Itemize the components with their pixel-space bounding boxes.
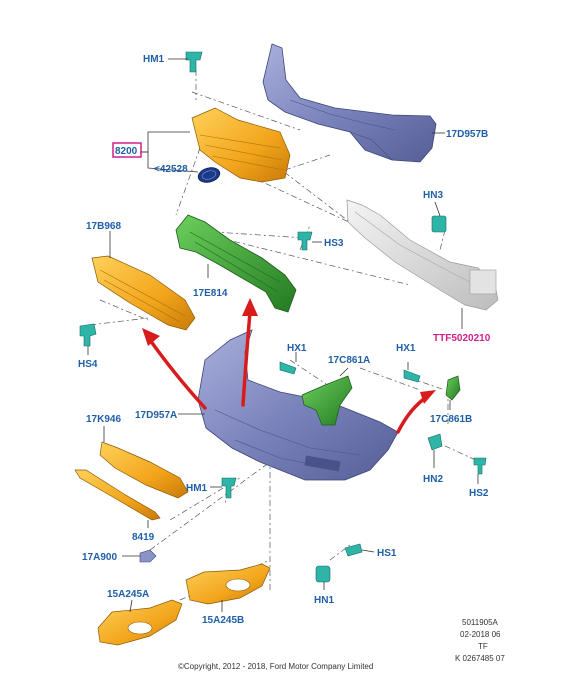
label-hx1-right: HX1 xyxy=(396,343,416,354)
label-hs2: HS2 xyxy=(469,488,489,499)
upper-grille[interactable] xyxy=(191,107,291,183)
bracket-17c861a[interactable] xyxy=(301,375,353,426)
grille-frame[interactable] xyxy=(175,214,297,313)
label-15a245a: 15A245A xyxy=(107,589,149,600)
ford-emblem[interactable] xyxy=(197,165,222,184)
label-hn2: HN2 xyxy=(423,474,443,485)
label-hx1-left: HX1 xyxy=(287,343,307,354)
label-hn3: HN3 xyxy=(423,190,443,201)
fastener-hn3[interactable] xyxy=(431,215,447,233)
fastener-hx1-right[interactable] xyxy=(403,369,421,383)
label-hs4: HS4 xyxy=(78,359,98,370)
lower-grille[interactable] xyxy=(91,255,196,331)
footer-date: 02-2018 06 xyxy=(460,630,501,639)
label-hm1-bottom: HM1 xyxy=(186,483,208,494)
copyright: ©Copyright, 2012 - 2018, Ford Motor Comp… xyxy=(178,662,373,671)
fastener-hs4[interactable] xyxy=(79,323,97,347)
label-ttf5020210: TTF5020210 xyxy=(433,333,491,344)
fastener-hm1-bottom[interactable] xyxy=(221,477,237,499)
part-labels: HM1 8200 <42528 17D957B 17B968 17E814 HS… xyxy=(78,54,491,626)
lower-spoiler-17k946[interactable] xyxy=(99,441,189,499)
highlight-box-8200 xyxy=(112,142,142,158)
label-17c861a: 17C861A xyxy=(328,355,370,366)
label-8200: 8200 xyxy=(115,146,138,157)
bracket-17c861b[interactable] xyxy=(445,375,461,401)
label-hn1: HN1 xyxy=(314,595,334,606)
fog-bezel-15a245b[interactable] xyxy=(185,563,271,605)
label-17a900: 17A900 xyxy=(82,552,117,563)
label-hs1: HS1 xyxy=(377,548,397,559)
label-42528: <42528 xyxy=(154,164,188,175)
fastener-hs2[interactable] xyxy=(473,457,487,475)
fastener-hx1-left[interactable] xyxy=(279,361,297,375)
label-17b968: 17B968 xyxy=(86,221,121,232)
bumper-reinforcement-beam[interactable] xyxy=(346,199,499,311)
label-15a245b: 15A245B xyxy=(202,615,244,626)
fastener-hm1-top[interactable] xyxy=(185,51,203,73)
strip-8419[interactable] xyxy=(74,469,161,521)
label-8419: 8419 xyxy=(132,532,155,543)
footer-k: K 0267485 07 xyxy=(455,654,505,663)
fog-bezel-15a245a[interactable] xyxy=(97,599,183,646)
label-17c861b: 17C861B xyxy=(430,414,472,425)
label-hs3: HS3 xyxy=(324,238,344,249)
fastener-hs3[interactable] xyxy=(297,231,313,251)
fastener-hs1[interactable] xyxy=(344,543,363,557)
red-arrowheads xyxy=(142,298,436,404)
label-hm1-top: HM1 xyxy=(143,54,165,65)
upper-bumper-cover[interactable] xyxy=(262,43,437,163)
label-17d957a: 17D957A xyxy=(135,410,177,421)
fastener-hn1[interactable] xyxy=(315,565,331,583)
footer-ref: 5011905A xyxy=(462,618,499,627)
footer-code: TF xyxy=(478,642,488,651)
footer: 5011905A 02-2018 06 TF K 0267485 07 ©Cop… xyxy=(178,618,505,671)
cap-17a900[interactable] xyxy=(139,549,157,563)
leader-lines xyxy=(87,58,479,613)
label-17e814: 17E814 xyxy=(193,288,228,299)
label-17k946: 17K946 xyxy=(86,414,121,425)
fastener-hn2[interactable] xyxy=(427,433,443,451)
label-17d957b: 17D957B xyxy=(446,129,488,140)
